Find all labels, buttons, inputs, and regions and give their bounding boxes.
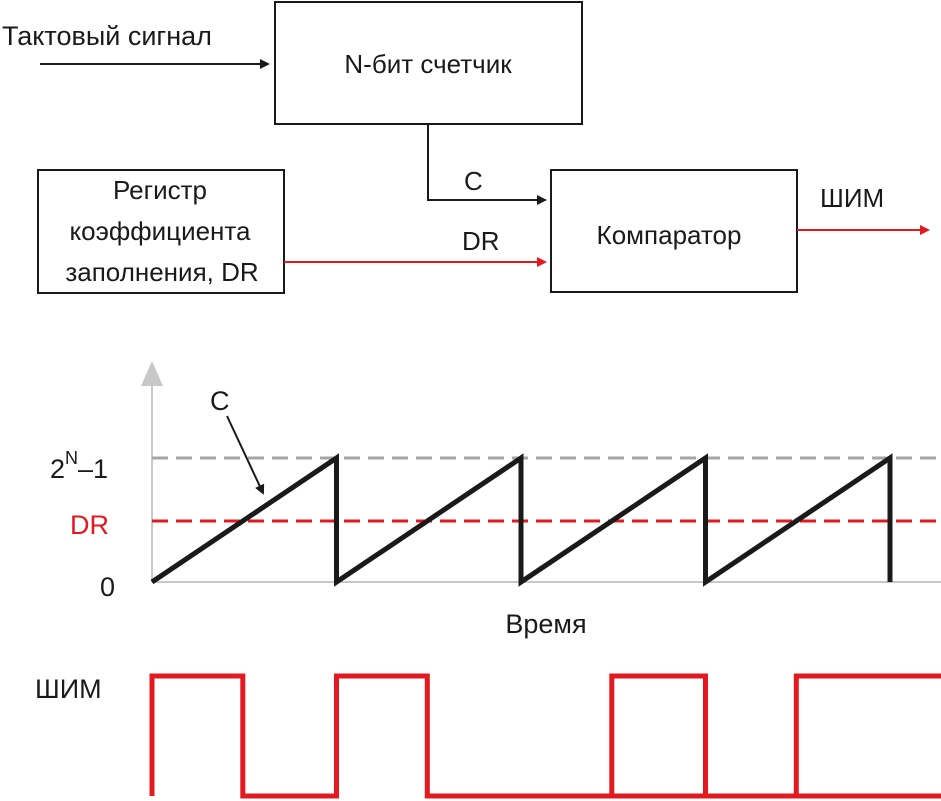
- comparator-block: [550, 169, 798, 293]
- dr-signal-label: DR: [462, 226, 500, 256]
- pwm-output-label: ШИМ: [820, 183, 884, 213]
- y-zero-label: 0: [100, 572, 115, 602]
- counter-label: N-бит счетчик: [344, 49, 512, 79]
- block-diagram: Тактовый сигнал N-бит счетчик C Регистр …: [2, 1, 930, 294]
- register-label-line2: коэффициента: [69, 216, 251, 246]
- comparator-label: Компаратор: [597, 220, 742, 250]
- y-axis-arrow-icon: [141, 361, 163, 386]
- x-axis-label: Время: [505, 609, 586, 639]
- c-callout-arrow: [226, 415, 265, 495]
- counter-sawtooth-wave: [150, 453, 893, 587]
- duty-register-block: [37, 169, 285, 294]
- y-dr-label: DR: [70, 510, 109, 540]
- register-label-line3: заполнения, DR: [65, 257, 258, 287]
- register-label-line1: Регистр: [113, 175, 207, 205]
- pwm-waveform-label: ШИМ: [35, 674, 102, 704]
- clock-signal-label: Тактовый сигнал: [2, 21, 212, 51]
- c-signal-label: C: [464, 166, 483, 196]
- c-signal-arrow: [427, 124, 547, 205]
- timing-diagram: C 2N–1 DR 0 Время ШИМ: [35, 361, 941, 799]
- c-callout-label: C: [210, 386, 230, 416]
- y-max-label: 2N–1: [50, 448, 108, 484]
- pwm-square-wave: [149, 673, 941, 799]
